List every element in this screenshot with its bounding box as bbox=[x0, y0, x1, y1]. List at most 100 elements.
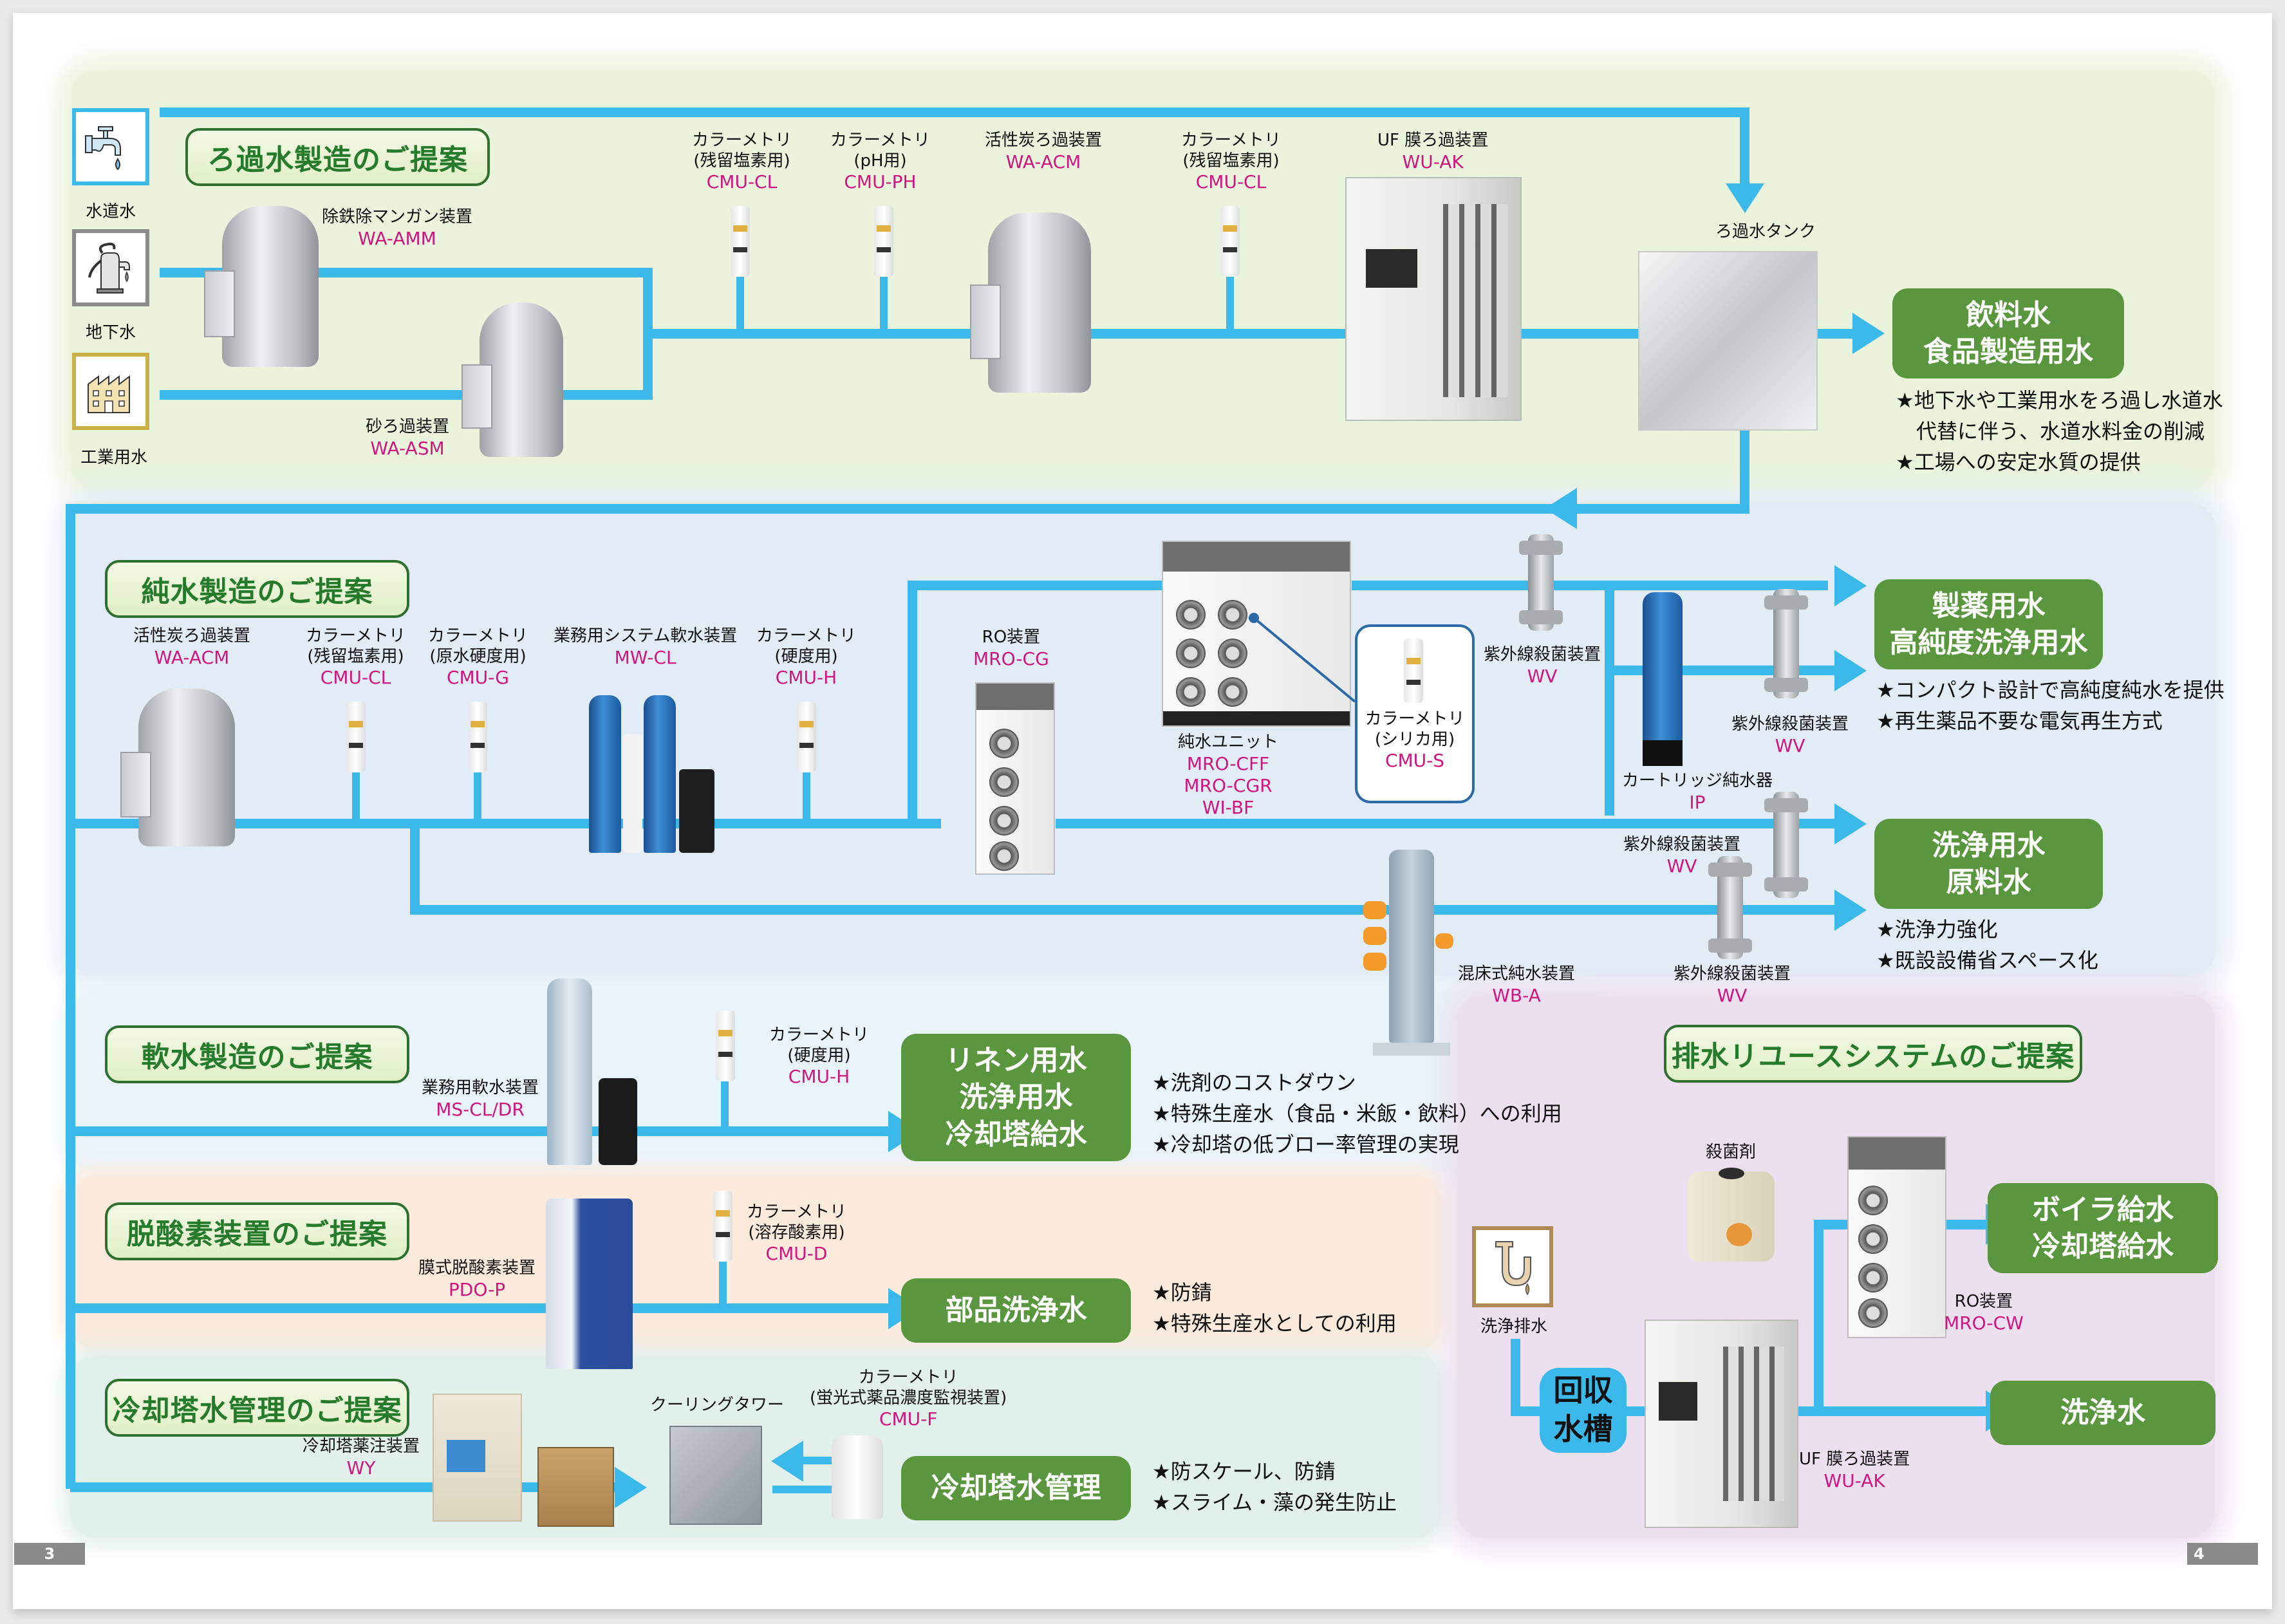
mixed-bed-deionizer-image bbox=[1363, 850, 1453, 1062]
output-line: 製薬用水 bbox=[1932, 589, 2046, 622]
output-line: 原料水 bbox=[1946, 866, 2031, 899]
note: ★コンパクト設計で高純度純水を提供 bbox=[1876, 678, 2224, 702]
factory-icon bbox=[88, 375, 130, 413]
source-label: 地下水 bbox=[85, 323, 136, 342]
deoxygen-section-title: 脱酸素装置のご提案 bbox=[105, 1202, 409, 1260]
source-label: 水道水 bbox=[85, 202, 136, 221]
membrane-deoxygenator-image bbox=[546, 1199, 633, 1369]
filtration-notes: ★地下水や工業用水をろ過し水道水 代替に伴う、水道水料金の削減 ★工場への安定水… bbox=[1896, 385, 2223, 478]
output-parts-cleaning-water: 部品洗浄水 bbox=[901, 1278, 1131, 1343]
pharmaceutical-notes: ★コンパクト設計で高純度純水を提供 ★再生薬品不要な電気再生方式 bbox=[1876, 675, 2224, 736]
filtration-section-title: ろ過水製造のご提案 bbox=[185, 128, 490, 186]
note: ★特殊生産水としての利用 bbox=[1152, 1311, 1397, 1336]
deoxygen-notes: ★防錆 ★特殊生産水としての利用 bbox=[1152, 1277, 1397, 1339]
note: ★洗剤のコストダウン bbox=[1152, 1070, 1356, 1095]
reuse-section-title: 排水リユースシステムのご提案 bbox=[1664, 1025, 2082, 1083]
pure-water-section-title: 純水製造のご提案 bbox=[105, 560, 409, 618]
sand-filter-unit-image bbox=[462, 303, 563, 457]
disinfectant-image bbox=[1688, 1168, 1775, 1262]
filtered-water-tank-image bbox=[1638, 251, 1818, 431]
cartridge-deionizer-image bbox=[1643, 592, 1683, 766]
fluorescent-monitor-image bbox=[832, 1435, 883, 1519]
uf-membrane-filter-image bbox=[1645, 1320, 1798, 1528]
output-line: 洗浄水 bbox=[2060, 1396, 2145, 1430]
equipment-label: 純水ユニット MRO-CFF MRO-CGR WI-BF bbox=[1178, 733, 1279, 819]
output-line: 高純度洗浄用水 bbox=[1889, 626, 2088, 659]
note: ★特殊生産水（食品・米飯・飲料）への利用 bbox=[1152, 1101, 1562, 1126]
output-drinking-water: 飲料水 食品製造用水 bbox=[1892, 288, 2124, 378]
uv-sterilizer-image bbox=[1519, 534, 1563, 631]
commercial-softener-image bbox=[586, 695, 721, 859]
source-label: 洗浄排水 bbox=[1480, 1317, 1547, 1336]
output-line: 冷却塔水管理 bbox=[931, 1471, 1101, 1505]
equipment-label: カラーメトリ(硬度用)CMU-H bbox=[756, 626, 856, 689]
activated-carbon-filter-image bbox=[970, 212, 1091, 393]
source-tap-water bbox=[72, 108, 149, 185]
equipment-label: カラーメトリ(原水硬度用)CMU-G bbox=[428, 626, 528, 689]
output-line: 洗浄用水 bbox=[1932, 828, 2046, 862]
output-linen-water: リネン用水 洗浄用水 冷却塔給水 bbox=[901, 1034, 1131, 1161]
output-line: 洗浄用水 bbox=[959, 1081, 1073, 1114]
note: ★再生薬品不要な電気再生方式 bbox=[1876, 709, 2163, 733]
recovery-tank-line: 回収 bbox=[1553, 1373, 1613, 1408]
colorimeter-image bbox=[468, 702, 487, 772]
colorimeter-image bbox=[713, 1191, 732, 1262]
colorimeter-image bbox=[874, 206, 893, 277]
cooling-section-title: 冷却塔水管理のご提案 bbox=[105, 1379, 409, 1437]
output-line: リネン用水 bbox=[945, 1044, 1087, 1078]
output-pharmaceutical-water: 製薬用水 高純度洗浄用水 bbox=[1874, 579, 2103, 669]
note: ★防スケール、防錆 bbox=[1152, 1459, 1336, 1484]
cooling-notes: ★防スケール、防錆 ★スライム・藻の発生防止 bbox=[1152, 1456, 1397, 1518]
soft-water-notes: ★洗剤のコストダウン ★特殊生産水（食品・米飯・飲料）への利用 ★冷却塔の低ブロ… bbox=[1152, 1067, 1562, 1160]
output-cleaning-water: 洗浄水 bbox=[1990, 1381, 2215, 1445]
output-cooling-tower-management: 冷却塔水管理 bbox=[901, 1456, 1131, 1520]
equipment-label: カラーメトリ(シリカ用)CMU-S bbox=[1365, 709, 1465, 772]
equipment-label: クーリングタワー bbox=[650, 1395, 785, 1415]
drain-pipe-icon bbox=[1495, 1241, 1531, 1296]
recovery-tank: 回収 水槽 bbox=[1540, 1368, 1627, 1453]
activated-carbon-filter-image bbox=[120, 689, 235, 846]
note: ★既設設備省スペース化 bbox=[1876, 948, 2098, 973]
equipment-label: カラーメトリ(残留塩素用)CMU-CL bbox=[306, 626, 406, 689]
drain-source bbox=[1472, 1226, 1553, 1307]
output-line: 冷却塔給水 bbox=[945, 1117, 1087, 1151]
equipment-label: カラーメトリ(硬度用)CMU-H bbox=[769, 1025, 869, 1088]
note: ★地下水や工業用水をろ過し水道水 bbox=[1896, 388, 2223, 413]
note: ★防錆 bbox=[1152, 1280, 1212, 1305]
note: ★工場への安定水質の提供 bbox=[1896, 450, 2141, 474]
ro-unit-image bbox=[1847, 1136, 1946, 1338]
ro-unit-image bbox=[975, 682, 1055, 875]
hand-pump-icon bbox=[88, 242, 130, 294]
source-label: 工業用水 bbox=[80, 448, 147, 467]
colorimeter-image bbox=[1404, 639, 1423, 703]
note: ★冷却塔の低ブロー率管理の実現 bbox=[1152, 1132, 1459, 1157]
note: ★洗浄力強化 bbox=[1876, 917, 1998, 942]
equipment-label: カラーメトリ(溶存酸素用)CMU-D bbox=[747, 1202, 846, 1265]
uv-sterilizer-image bbox=[1764, 589, 1808, 698]
output-line: ボイラ給水 bbox=[2032, 1193, 2174, 1226]
cooling-tower-image bbox=[669, 1426, 762, 1525]
colorimeter-image bbox=[731, 206, 750, 277]
uv-sterilizer-image bbox=[1708, 856, 1752, 959]
faucet-icon bbox=[85, 126, 121, 171]
equipment-label: カラーメトリ(残留塩素用)CMU-CL bbox=[692, 131, 792, 193]
recovery-tank-line: 水槽 bbox=[1553, 1412, 1613, 1446]
colorimeter-image bbox=[716, 1011, 735, 1081]
source-groundwater bbox=[72, 229, 149, 306]
